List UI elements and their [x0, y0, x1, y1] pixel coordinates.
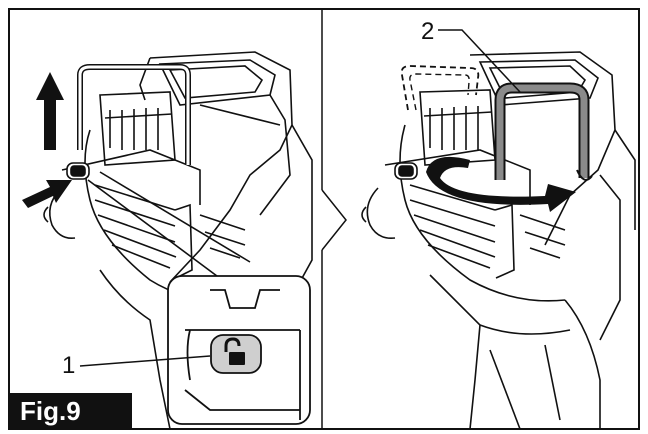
callout-number-1: 1 — [62, 352, 76, 379]
figure-label-box — [9, 393, 132, 429]
curved-arrow-icon — [426, 156, 576, 212]
callout-1-leader — [79, 355, 211, 367]
figure-label: Fig.9 — [20, 396, 81, 426]
hook-old-position — [400, 65, 480, 111]
zoom-inset — [167, 275, 311, 425]
arrow-right-icon — [22, 180, 72, 208]
right-panel — [361, 51, 636, 430]
tool-body-left — [149, 51, 293, 283]
unlock-icon — [224, 337, 245, 365]
callout-2-leader — [438, 29, 521, 93]
left-panel — [43, 51, 313, 430]
chevron-right-icon — [321, 189, 347, 251]
arrow-up-icon — [36, 72, 64, 150]
callout-number-2: 2 — [421, 18, 435, 45]
hook — [494, 82, 593, 181]
